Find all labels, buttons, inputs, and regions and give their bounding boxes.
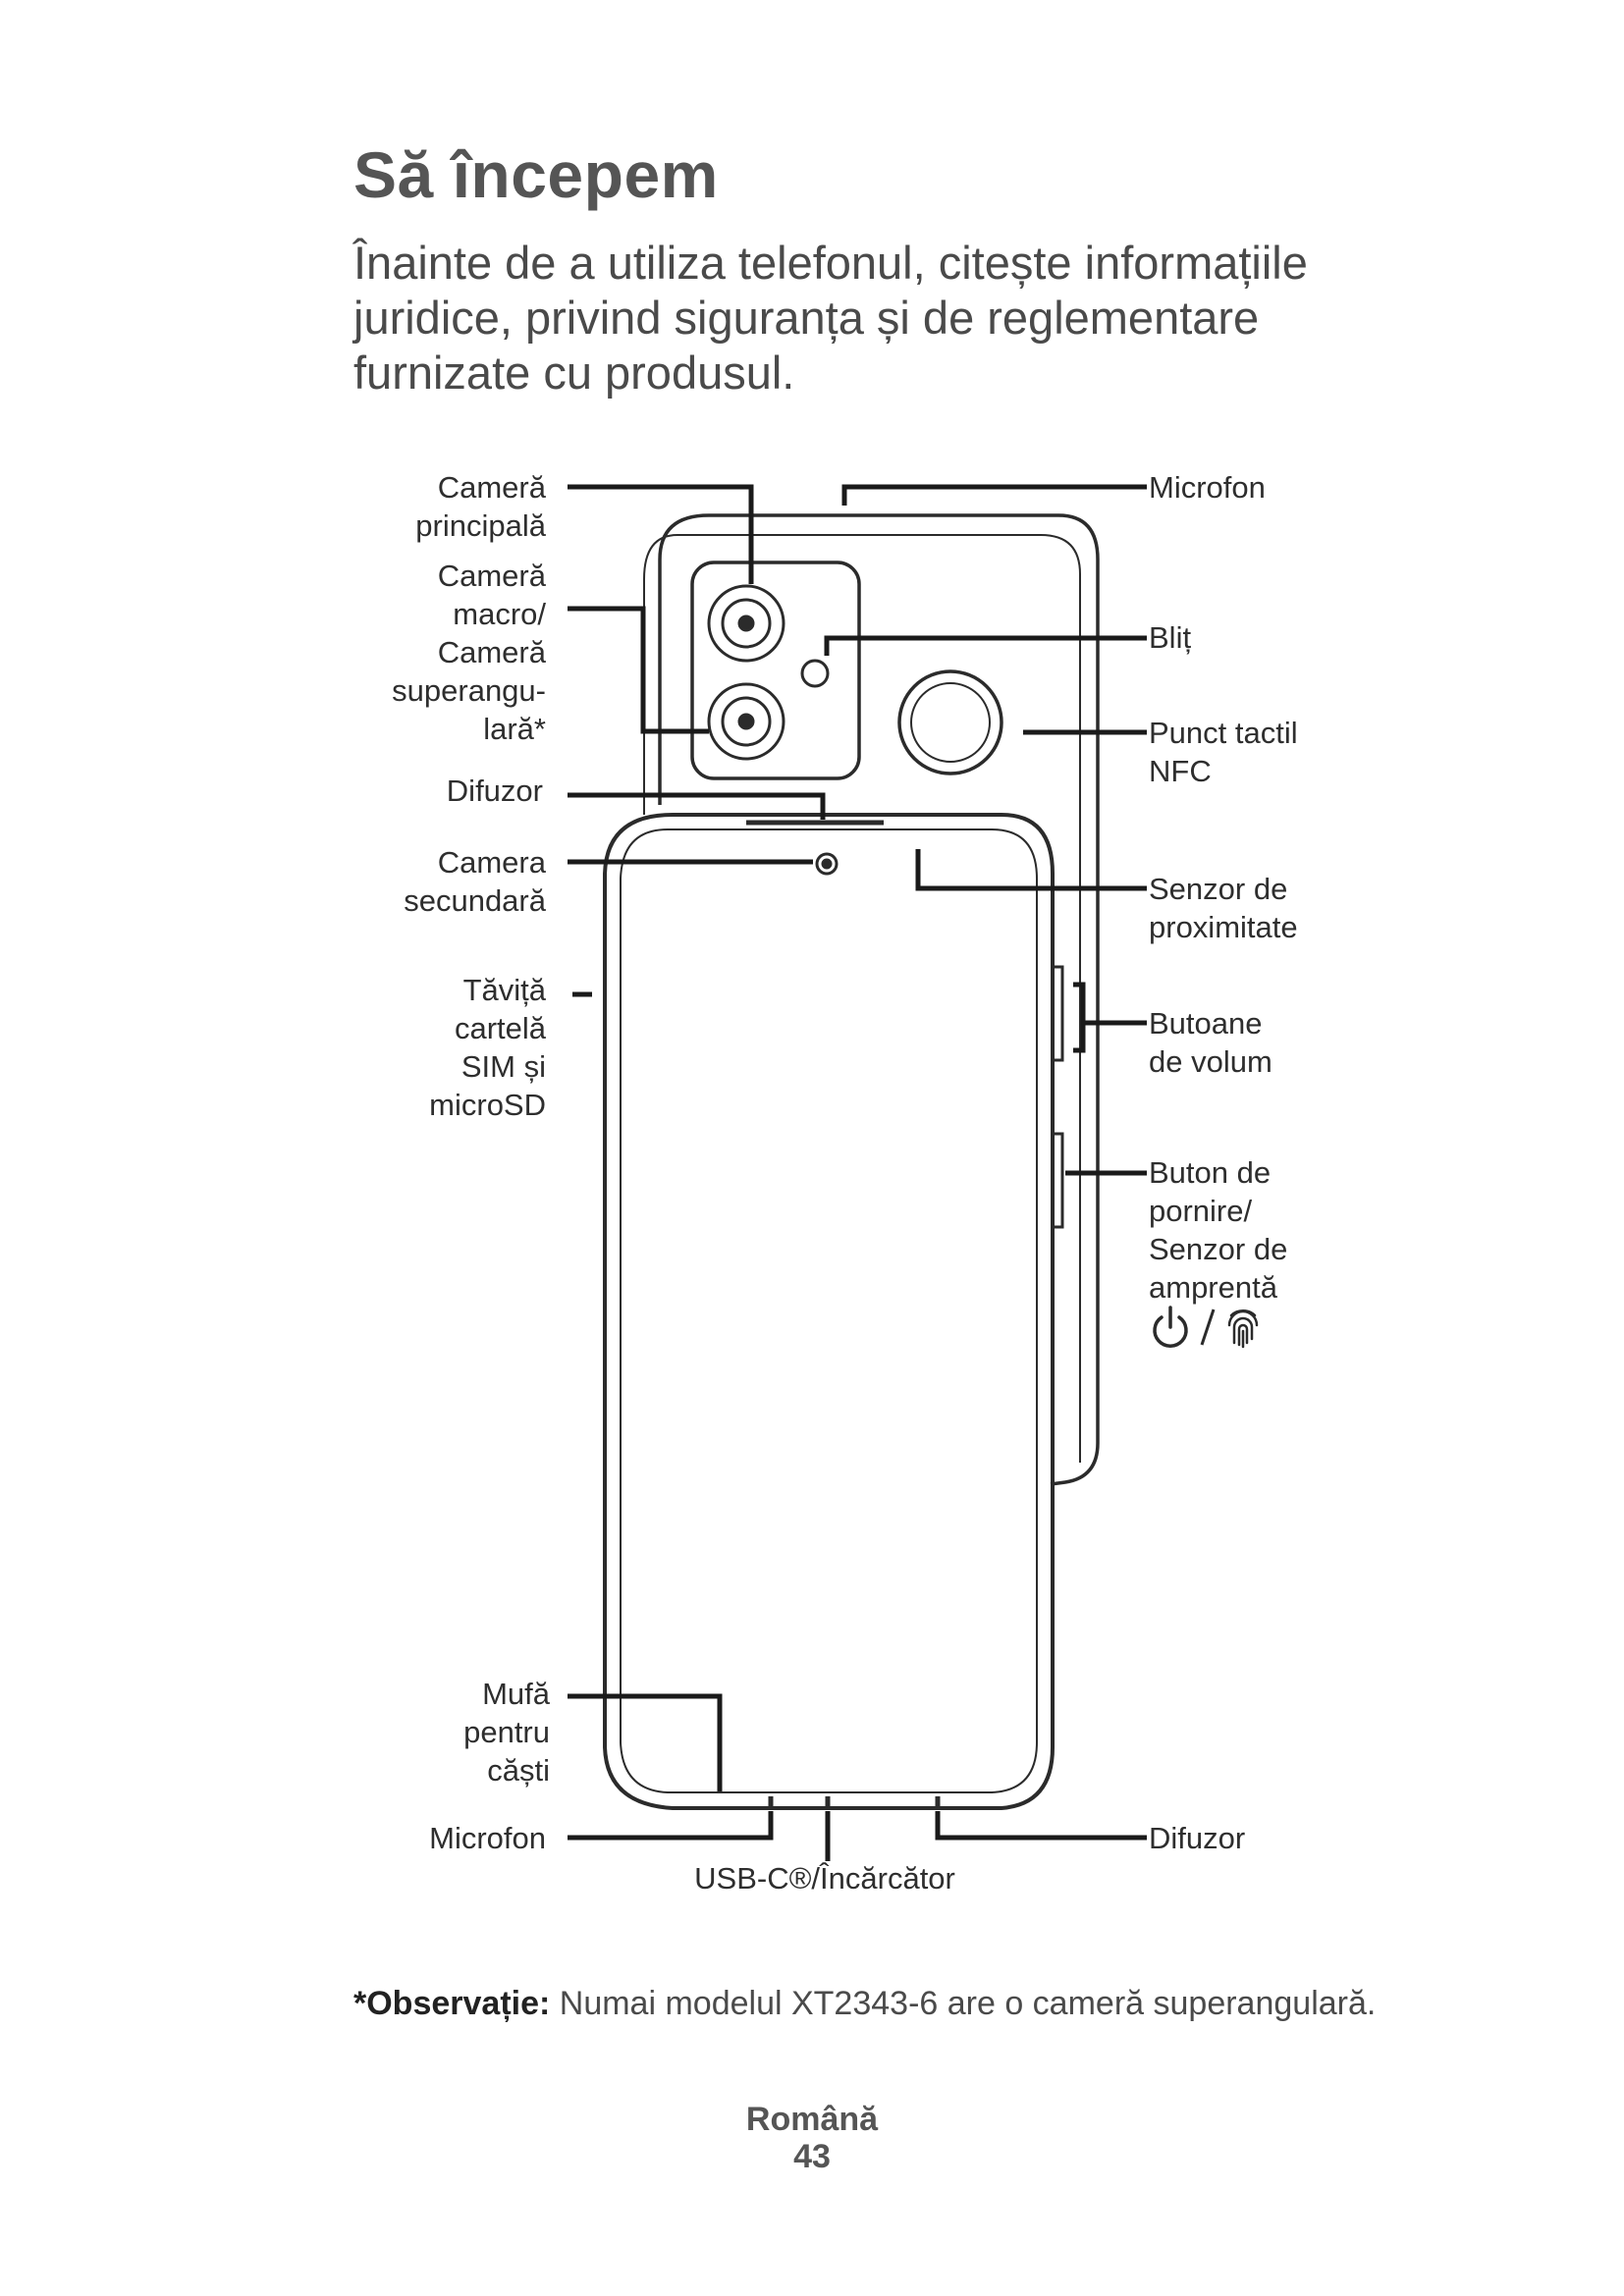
label-speaker-bottom: Difuzor	[1149, 1821, 1246, 1855]
page-title: Să începem	[353, 138, 719, 211]
label-front-camera: Camera secundară	[404, 845, 546, 918]
label-main-camera: Cameră principală	[415, 470, 546, 543]
footnote-prefix: *Observație:	[353, 1985, 551, 2022]
label-flash: Bliț	[1149, 620, 1192, 655]
power-button	[1053, 1132, 1064, 1229]
label-mic-top: Microfon	[1149, 470, 1266, 505]
flash-led	[800, 659, 830, 688]
footer-language: Română	[745, 2101, 879, 2138]
page-number: 43	[793, 2138, 831, 2175]
label-headset-jack: Mufă pentru căști	[463, 1677, 550, 1788]
footnote-text: Numai modelul XT2343-6 are o cameră supe…	[550, 1985, 1377, 2022]
label-power: Buton de pornire/ Senzor de amprentă	[1149, 1155, 1288, 1305]
label-usb: USB-C®/Încărcător	[694, 1861, 955, 1896]
slash-divider	[1200, 1308, 1216, 1346]
label-speaker-top: Difuzor	[446, 774, 543, 808]
power-fingerprint-icons	[1149, 1304, 1263, 1351]
macro-camera-lens	[707, 682, 785, 761]
label-sim-tray: Tăviță cartelă SIM și microSD	[429, 973, 546, 1122]
intro-paragraph: Înainte de a utiliza telefonul, citește …	[353, 237, 1308, 399]
label-nfc: Punct tactil NFC	[1149, 716, 1298, 788]
main-camera-lens	[707, 584, 785, 663]
volume-button	[1053, 965, 1064, 1062]
phone-back-outline	[709, 513, 1100, 1486]
footnote: *Observație: Numai modelul XT2343-6 are …	[353, 1985, 1376, 2023]
phone-front-outline	[603, 813, 1055, 1810]
fingerprint-icon	[1227, 1309, 1259, 1349]
label-volume: Butoane de volum	[1149, 1006, 1272, 1079]
camera-module	[690, 561, 861, 780]
label-proximity: Senzor de proximitate	[1149, 872, 1298, 944]
nfc-ring	[897, 669, 1003, 775]
label-mic-bottom: Microfon	[429, 1821, 546, 1855]
label-macro-camera: Cameră macro/ Cameră superangu- lară*	[392, 559, 546, 746]
front-camera	[815, 852, 839, 876]
power-icon	[1153, 1306, 1188, 1348]
